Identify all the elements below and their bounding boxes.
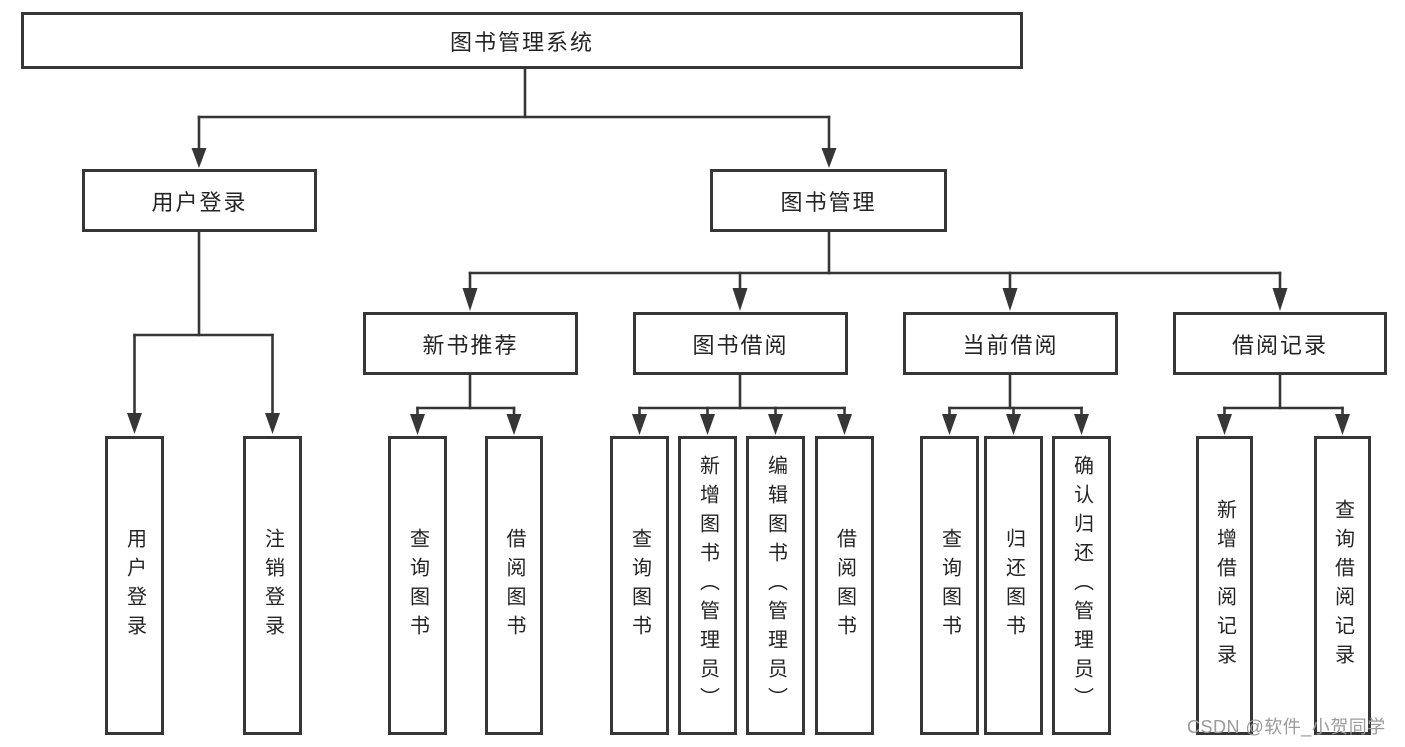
- node-borrow-record-label: 借阅记录: [1231, 332, 1328, 358]
- leaf-add-borrow-record: 新增借阅记录: [1196, 436, 1253, 735]
- connector-book-borrow-to-leaves: [632, 373, 852, 435]
- connector-root-to-level2: [191, 67, 837, 168]
- leaf-return-book-label: 归还图书: [1002, 527, 1025, 644]
- leaf-borrow-book-label: 借阅图书: [833, 527, 856, 644]
- leaf-query-book-borrow-label: 查询图书: [628, 527, 651, 644]
- leaf-return-book: 归还图书: [984, 436, 1043, 735]
- leaf-borrow-book-newrec: 借阅图书: [485, 436, 543, 735]
- leaf-edit-book-admin: 编辑图书（管理员）: [746, 436, 805, 735]
- connector-borrow-record-to-leaves: [1217, 373, 1350, 435]
- leaf-confirm-return-admin-label: 确认归还（管理员）: [1070, 455, 1093, 716]
- node-book-borrow-label: 图书借阅: [692, 332, 789, 358]
- leaf-add-book-admin-label: 新增图书（管理员）: [696, 455, 719, 716]
- connector-book-mgmt-to-level3: [462, 230, 1288, 311]
- node-root-system-label: 图书管理系统: [449, 29, 594, 55]
- leaf-borrow-book: 借阅图书: [815, 436, 874, 735]
- leaf-query-book-borrow: 查询图书: [610, 436, 669, 735]
- leaf-query-book-current-label: 查询图书: [938, 527, 961, 644]
- leaf-query-borrow-record-label: 查询借阅记录: [1331, 498, 1354, 673]
- leaf-query-book-current: 查询图书: [920, 436, 979, 735]
- node-new-book-rec-label: 新书推荐: [422, 332, 519, 358]
- connector-new-book-rec-to-leaves: [410, 373, 522, 435]
- node-current-borrow: 当前借阅: [903, 312, 1118, 375]
- node-book-borrow: 图书借阅: [633, 312, 848, 375]
- leaf-query-book-newrec: 查询图书: [388, 436, 447, 735]
- connector-current-borrow-to-leaves: [942, 373, 1089, 435]
- leaf-add-borrow-record-label: 新增借阅记录: [1213, 498, 1236, 673]
- node-user-login: 用户登录: [82, 169, 317, 232]
- node-borrow-record: 借阅记录: [1173, 312, 1387, 375]
- leaf-query-borrow-record: 查询借阅记录: [1314, 436, 1371, 735]
- leaf-user-login: 用户登录: [105, 436, 164, 735]
- node-book-mgmt: 图书管理: [710, 169, 947, 232]
- node-current-borrow-label: 当前借阅: [962, 332, 1059, 358]
- node-new-book-rec: 新书推荐: [363, 312, 578, 375]
- connector-user-login-to-leaves: [127, 230, 280, 434]
- leaf-query-book-newrec-label: 查询图书: [406, 527, 429, 644]
- leaf-logout-label: 注销登录: [261, 527, 284, 644]
- leaf-user-login-label: 用户登录: [123, 527, 146, 644]
- leaf-confirm-return-admin: 确认归还（管理员）: [1052, 436, 1111, 735]
- leaf-logout: 注销登录: [243, 436, 302, 735]
- csdn-watermark: CSDN @软件_小贺同学: [1187, 717, 1386, 737]
- leaf-borrow-book-newrec-label: 借阅图书: [503, 527, 525, 644]
- leaf-add-book-admin: 新增图书（管理员）: [678, 436, 737, 735]
- leaf-edit-book-admin-label: 编辑图书（管理员）: [764, 455, 787, 716]
- node-user-login-label: 用户登录: [151, 189, 248, 215]
- node-book-mgmt-label: 图书管理: [780, 189, 877, 215]
- node-root-system: 图书管理系统: [21, 12, 1023, 69]
